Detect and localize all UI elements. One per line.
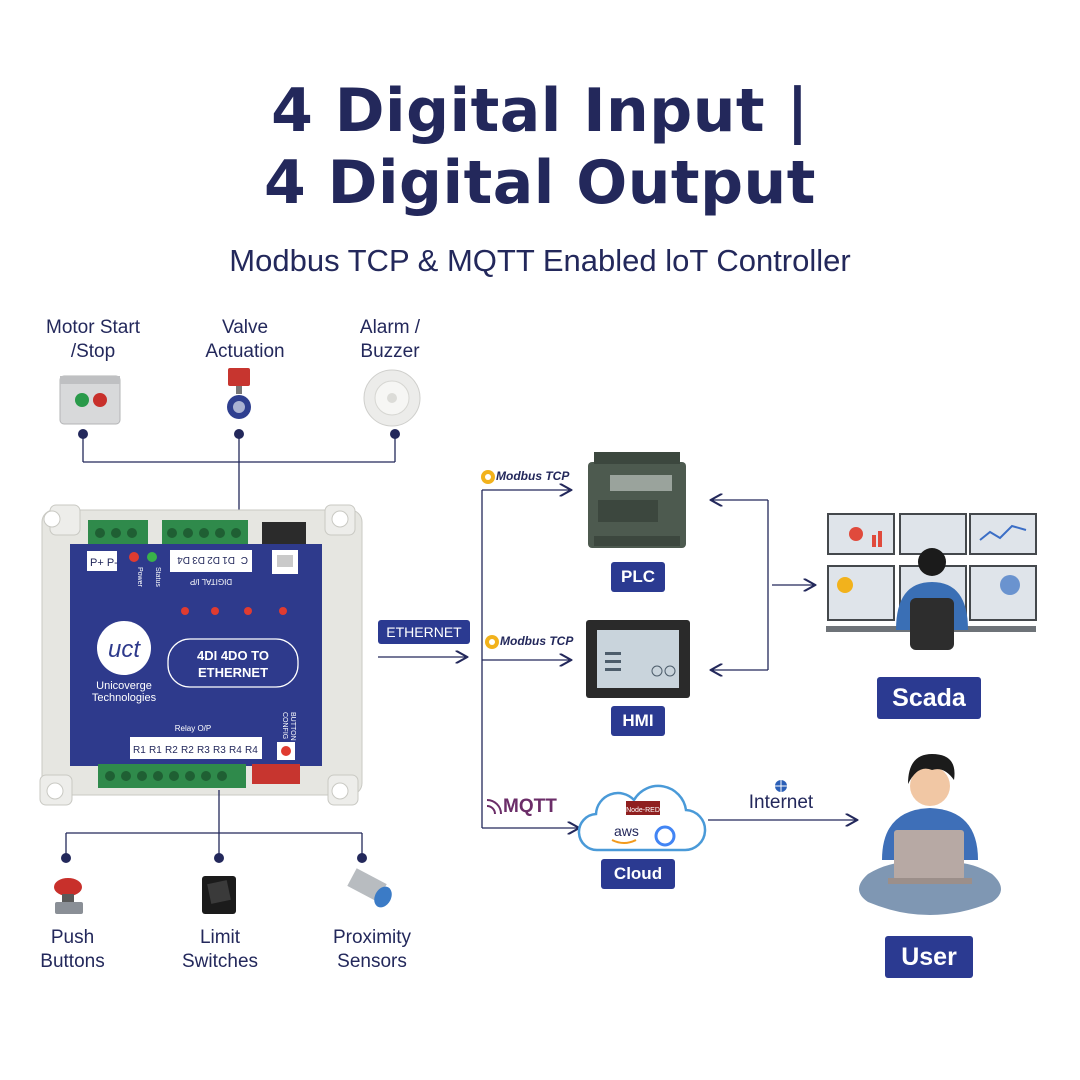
aws-logo-text: aws: [614, 823, 639, 839]
title-line-1: 4 Digital Input |: [271, 76, 809, 146]
brand-line-2: Technologies: [92, 692, 157, 704]
user-icon: [859, 754, 1001, 915]
user-badge: User: [885, 936, 973, 978]
globe-icon: [775, 780, 787, 792]
config-button: [281, 746, 291, 756]
logo-text: uct: [108, 636, 141, 663]
model-line-1: 4DI 4DO TO: [197, 648, 269, 663]
controller-device: P+ P- Power Status C D1 D2 D3 D4 DIGITAL…: [39, 504, 363, 806]
power-label: Power: [136, 567, 143, 588]
alarm-buzzer-icon: [363, 369, 421, 427]
plc-badge: PLC: [611, 562, 665, 592]
scada-bracket: [712, 500, 814, 670]
svg-text:R3: R3: [197, 745, 210, 756]
label-alarm-buzzer: Alarm /Buzzer: [359, 317, 421, 362]
status-label: Status: [154, 567, 161, 587]
internet-label: Internet: [748, 792, 814, 813]
terminal-label: D4: [177, 554, 190, 565]
connector-dot: [390, 429, 400, 439]
svg-text:R1: R1: [149, 745, 162, 756]
terminal-label: D1: [222, 554, 235, 565]
svg-text:R2: R2: [165, 745, 178, 756]
digital-ip-label: DIGITAL I/P: [190, 577, 232, 586]
connector-dot: [78, 429, 88, 439]
cloud-badge: Cloud: [601, 859, 675, 889]
supply-labels: P+ P-: [90, 557, 118, 569]
config-label-1: CONFIG: [281, 712, 288, 739]
motor-start-stop-icon: [59, 375, 121, 425]
svg-text:R3: R3: [213, 745, 226, 756]
mqtt-label: MQTT: [503, 796, 557, 817]
svg-text:R4: R4: [229, 745, 242, 756]
connector-dot: [357, 853, 367, 863]
connector-dot: [234, 429, 244, 439]
relay-label: Relay O/P: [175, 724, 211, 733]
connector-dot: [214, 853, 224, 863]
bottom-input-bus: [65, 790, 363, 858]
hmi-badge: HMI: [611, 706, 665, 736]
terminal-label: D2: [207, 554, 220, 565]
push-button-icon: [54, 878, 83, 914]
terminal-label: D3: [192, 554, 205, 565]
ethernet-badge: ETHERNET: [378, 620, 470, 644]
cloud-icon: Node-RED aws: [577, 784, 707, 852]
svg-text:R4: R4: [245, 745, 258, 756]
terminal-label: C: [241, 554, 248, 565]
brand-line-1: Unicoverge: [96, 680, 152, 692]
modbus-gear-icon: [485, 635, 499, 649]
plc-device-icon: [588, 452, 686, 548]
distribution-lines: [481, 490, 578, 828]
modbus-tcp-label-plc: Modbus TCP: [496, 469, 570, 483]
modbus-gear-icon: [481, 470, 495, 484]
label-motor-start-stop: Motor Start/Stop: [46, 317, 140, 362]
limit-switch-icon: [202, 876, 236, 914]
title-line-2: 4 Digital Output: [264, 148, 816, 218]
scada-badge: Scada: [877, 677, 981, 719]
hmi-device-icon: [586, 620, 690, 698]
proximity-sensor-icon: [347, 868, 392, 908]
mqtt-icon: [486, 799, 502, 815]
valve-actuation-icon: [227, 368, 251, 419]
config-label-2: BUTTON: [289, 712, 296, 741]
nodered-logo-text: Node-RED: [626, 807, 660, 814]
svg-text:R2: R2: [181, 745, 194, 756]
scada-monitors-icon: [826, 513, 1037, 650]
svg-text:R1: R1: [133, 745, 146, 756]
connector-dot: [61, 853, 71, 863]
modbus-tcp-label-hmi: Modbus TCP: [500, 634, 574, 648]
subtitle: Modbus TCP & MQTT Enabled loT Controller: [229, 243, 851, 278]
model-line-2: ETHERNET: [198, 665, 268, 680]
